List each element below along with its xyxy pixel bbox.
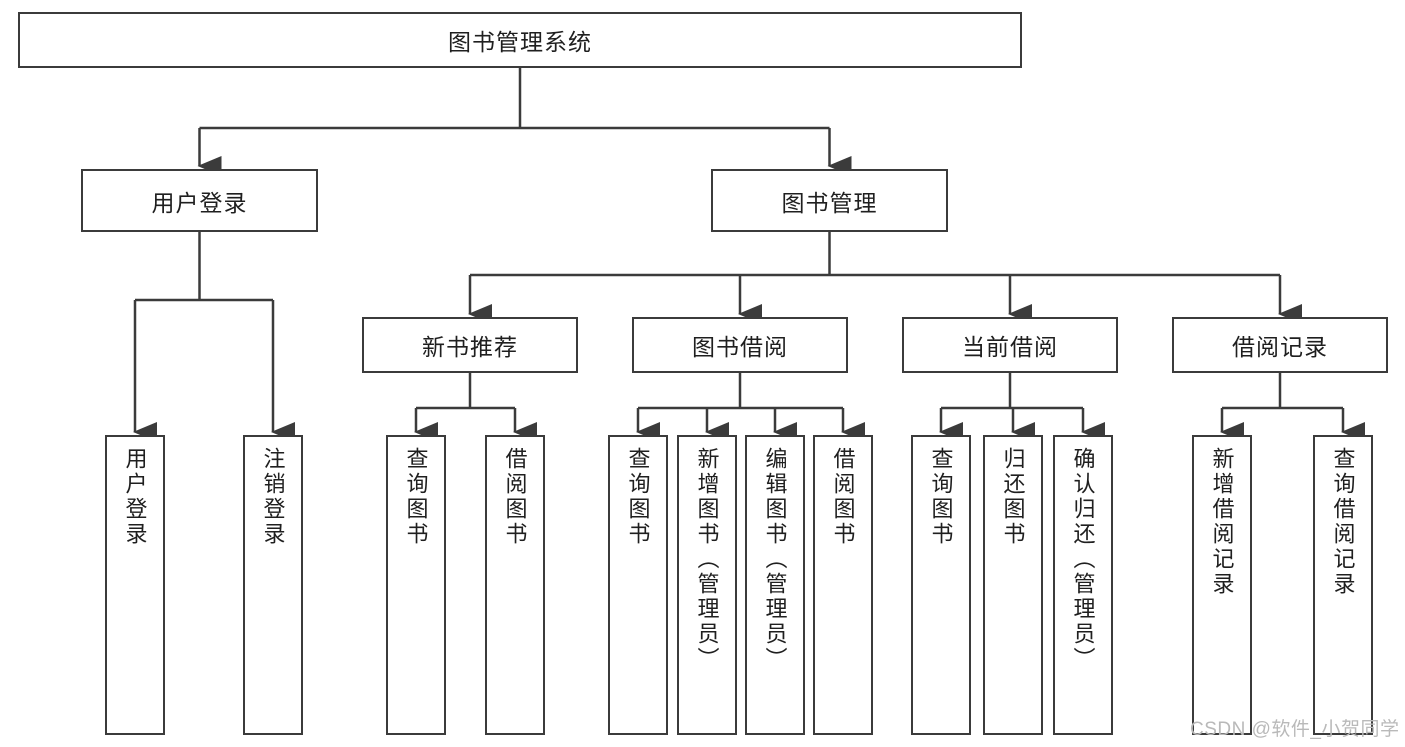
level2-box-node-0-用户登录[interactable]: 用户登录 (81, 169, 318, 232)
leaf-box-node-5-新增图书管理员[interactable]: 新增图书（管理员） (677, 435, 737, 735)
node-label: 注销登录 (260, 447, 286, 547)
node-label: 借阅图书 (830, 447, 856, 547)
node-label: 查询图书 (928, 447, 954, 547)
leaf-box-node-7-借阅图书[interactable]: 借阅图书 (813, 435, 873, 735)
node-label: 归还图书 (1000, 447, 1026, 547)
csdn-watermark: CSDN @软件_小贺同学 (1190, 719, 1400, 740)
node-label: 编辑图书（管理员） (762, 447, 788, 672)
leaf-box-node-9-归还图书[interactable]: 归还图书 (983, 435, 1043, 735)
leaf-box-node-10-确认归还管理员[interactable]: 确认归还（管理员） (1053, 435, 1113, 735)
node-label: 新书推荐 (422, 334, 518, 360)
leaf-box-node-12-查询借阅记录[interactable]: 查询借阅记录 (1313, 435, 1373, 735)
node-label: 查询图书 (625, 447, 651, 547)
level3-box-node-3-借阅记录[interactable]: 借阅记录 (1172, 317, 1388, 373)
node-label: 图书管理 (781, 189, 878, 216)
node-label: 用户登录 (122, 447, 148, 547)
leaf-box-node-2-查询图书[interactable]: 查询图书 (386, 435, 446, 735)
node-label: 新增图书（管理员） (694, 447, 720, 672)
node-label: 新增借阅记录 (1209, 447, 1235, 597)
root-box-node-0-图书管理系统[interactable]: 图书管理系统 (18, 12, 1022, 68)
node-label: 查询借阅记录 (1330, 447, 1356, 597)
level3-box-node-1-图书借阅[interactable]: 图书借阅 (632, 317, 848, 373)
node-label: 确认归还（管理员） (1070, 447, 1096, 672)
level3-box-node-0-新书推荐[interactable]: 新书推荐 (362, 317, 578, 373)
leaf-box-node-8-查询图书[interactable]: 查询图书 (911, 435, 971, 735)
node-label: 查询图书 (403, 447, 429, 547)
node-label: 借阅图书 (502, 447, 528, 547)
node-label: 图书管理系统 (448, 29, 592, 55)
leaf-box-node-11-新增借阅记录[interactable]: 新增借阅记录 (1192, 435, 1252, 735)
leaf-box-node-3-借阅图书[interactable]: 借阅图书 (485, 435, 545, 735)
node-label: 当前借阅 (962, 334, 1058, 360)
node-label: 图书借阅 (692, 334, 788, 360)
leaf-box-node-6-编辑图书管理员[interactable]: 编辑图书（管理员） (745, 435, 805, 735)
leaf-box-node-1-注销登录[interactable]: 注销登录 (243, 435, 303, 735)
level2-box-node-1-图书管理[interactable]: 图书管理 (711, 169, 948, 232)
leaf-box-node-4-查询图书[interactable]: 查询图书 (608, 435, 668, 735)
node-label: 用户登录 (151, 189, 248, 216)
leaf-box-node-0-用户登录[interactable]: 用户登录 (105, 435, 165, 735)
node-label: 借阅记录 (1232, 334, 1328, 360)
level3-box-node-2-当前借阅[interactable]: 当前借阅 (902, 317, 1118, 373)
